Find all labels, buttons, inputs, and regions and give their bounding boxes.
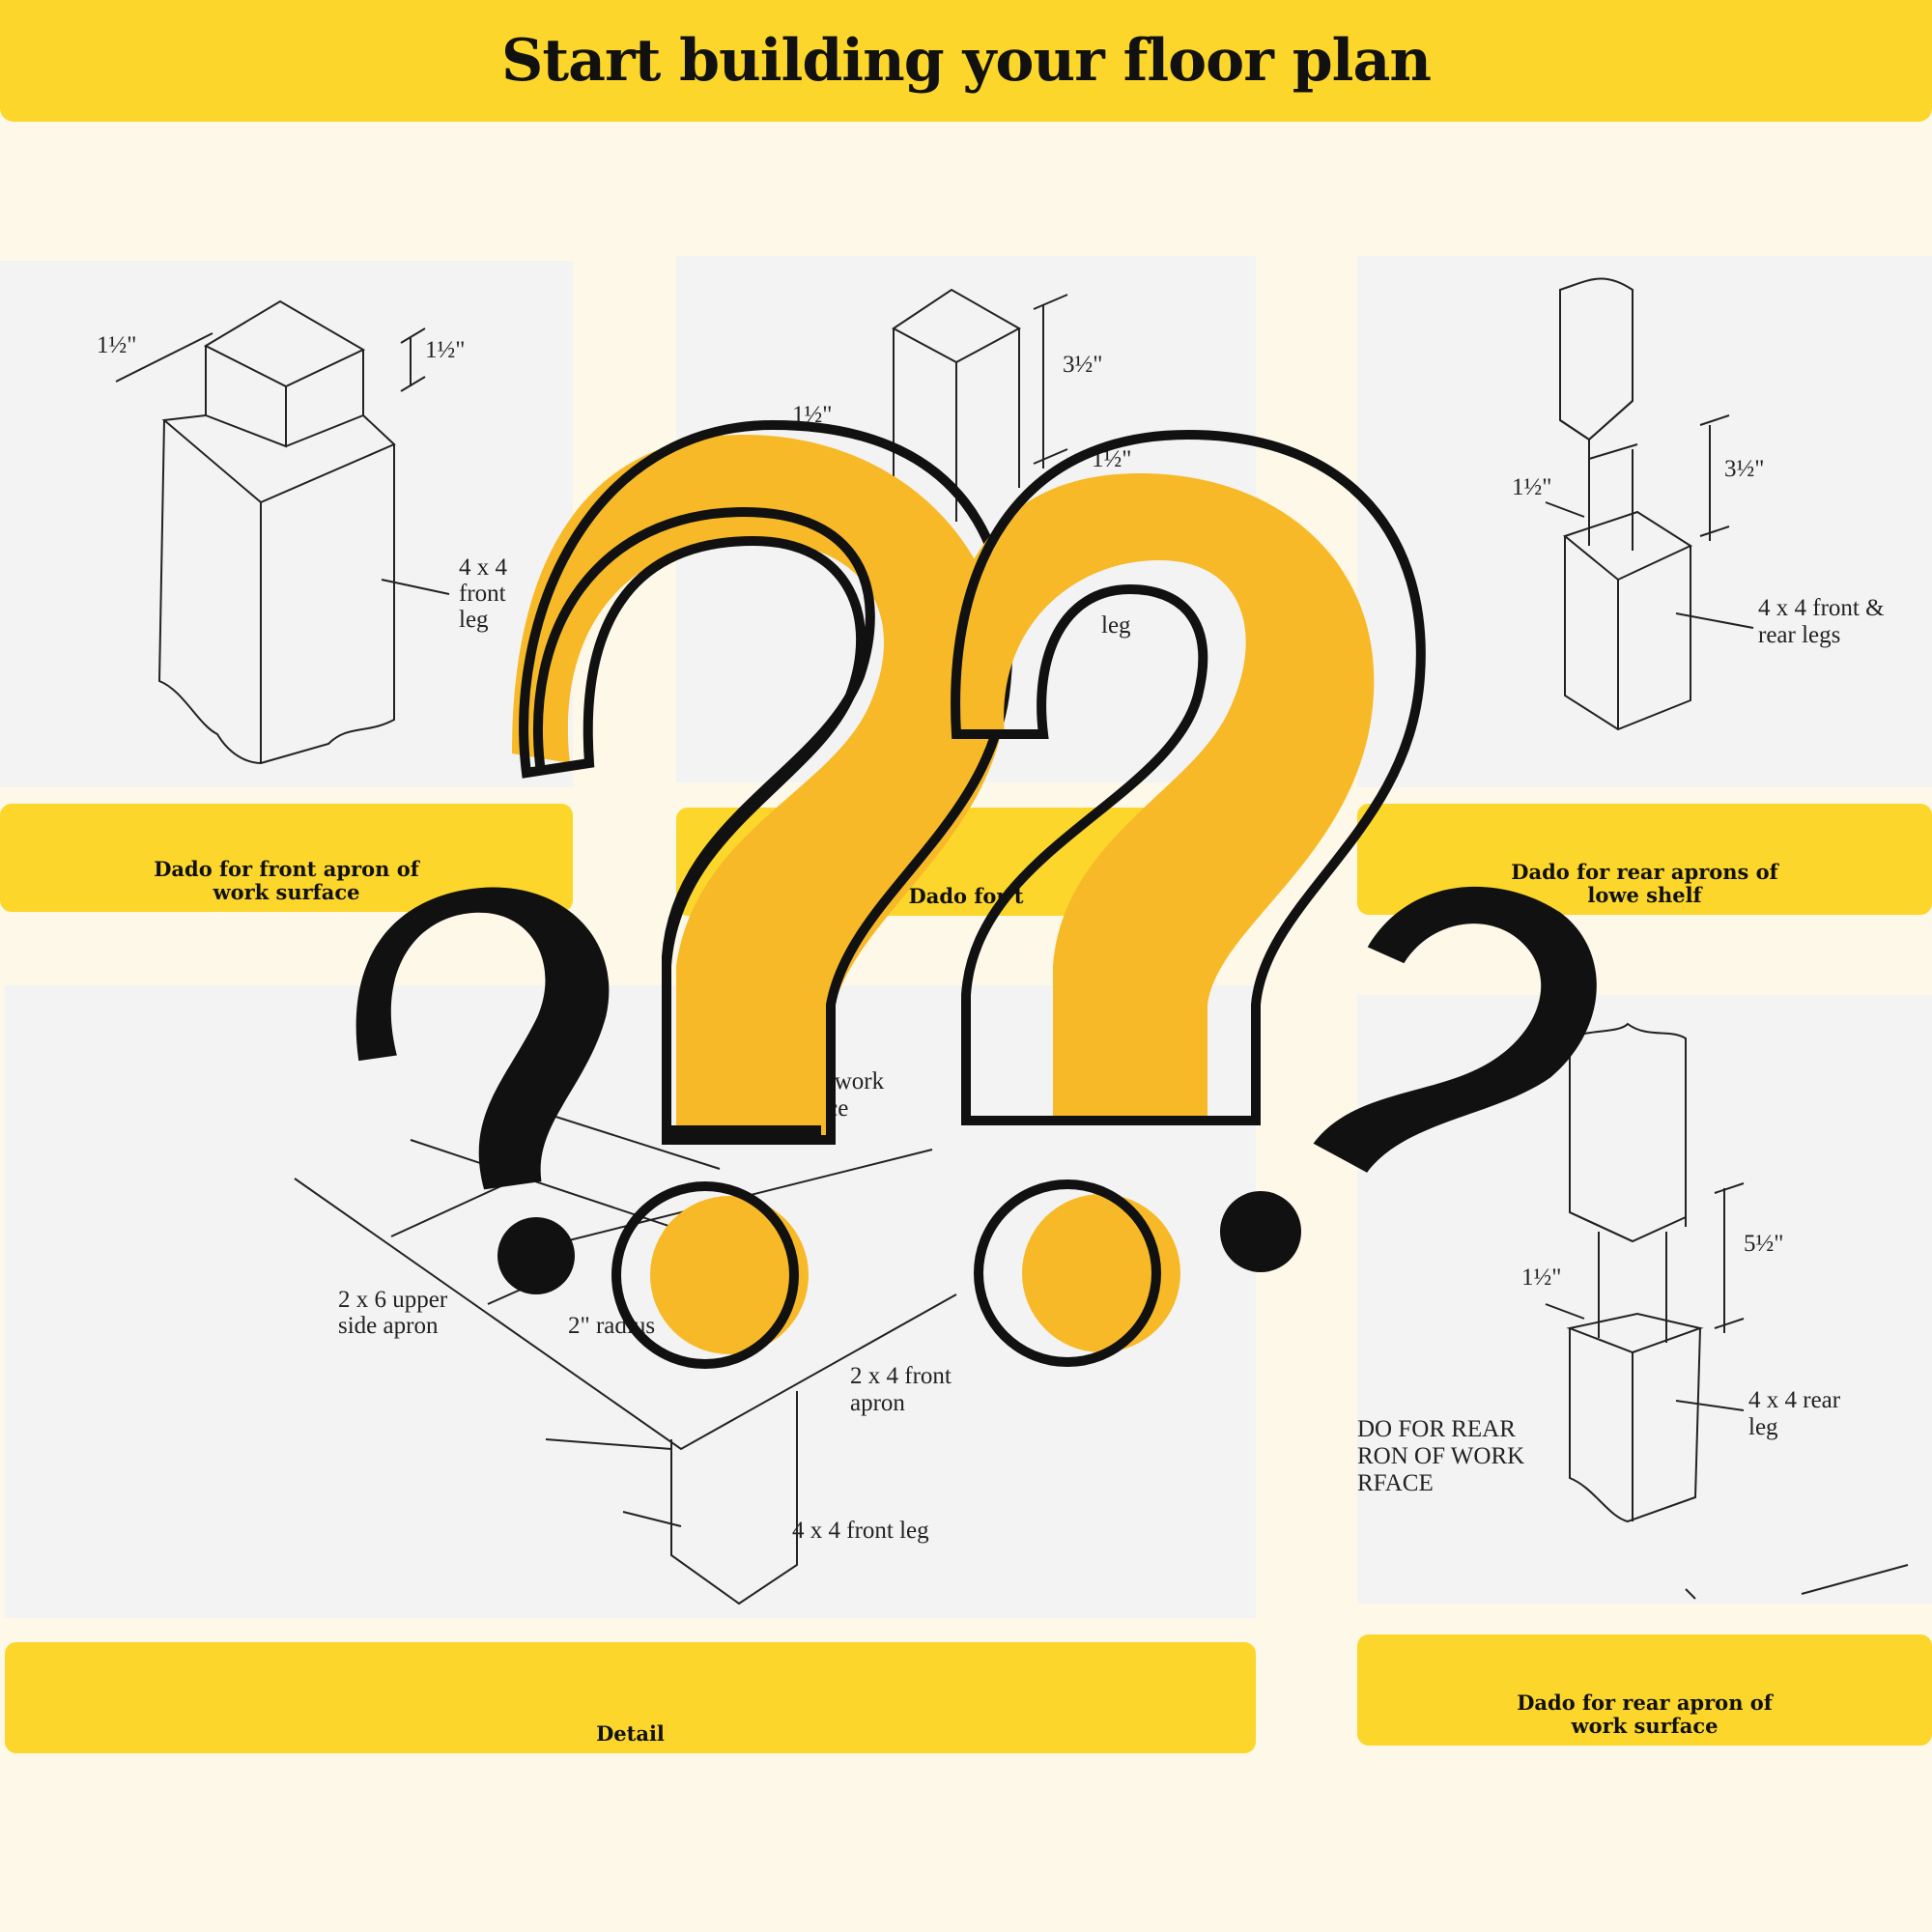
drawing-panel-detail: 6 work ace 2 x 6 upper side apron 2" rad… xyxy=(5,985,1256,1618)
part-label: DO FOR REAR xyxy=(1357,1416,1516,1442)
part-label: 2 x 4 front xyxy=(850,1363,952,1389)
part-label: leg xyxy=(1748,1414,1778,1440)
dim-label: 3½" xyxy=(1724,456,1764,482)
caption-detail: Detail xyxy=(5,1642,1256,1753)
dim-label: 1½" xyxy=(1512,474,1551,500)
part-label: leg xyxy=(1101,612,1131,639)
rear-legs-drawing: 1½" 3½" 4 x 4 front & rear legs xyxy=(1512,277,1885,731)
center-leg-drawing: 1½" 3½" 1½" leg xyxy=(792,288,1131,639)
part-label: rear legs xyxy=(1758,622,1840,648)
title-banner: Start building your floor plan xyxy=(0,0,1932,122)
part-label: side apron xyxy=(338,1313,439,1339)
rear-leg-drawing: 1½" 5½" 4 x 4 rear leg DO FOR REAR RON O… xyxy=(1357,1022,1909,1600)
drawing-panel-rear-work: 1½" 5½" 4 x 4 rear leg DO FOR REAR RON O… xyxy=(1357,995,1932,1604)
dim-label: 1½" xyxy=(97,332,136,358)
part-label: 4 x 4 front leg xyxy=(792,1518,929,1544)
drawing-panel-center: 1½" 3½" 1½" leg xyxy=(676,256,1256,782)
front-leg-drawing: 1½" 1½" 4 x 4 front leg xyxy=(97,299,508,765)
part-label: 4 x 4 front & xyxy=(1758,595,1885,621)
dim-label: 5½" xyxy=(1744,1231,1783,1257)
page-title: Start building your floor plan xyxy=(501,27,1432,95)
part-label: 4 x 4 rear xyxy=(1748,1387,1841,1413)
caption-rear-work: Dado for rear apron of work surface xyxy=(1357,1634,1932,1746)
dim-label: 3½" xyxy=(1063,352,1102,378)
dim-label: 1½" xyxy=(1092,446,1131,472)
caption-rear-shelf: Dado for rear aprons of lowe shelf xyxy=(1357,804,1932,915)
dim-label: 1½" xyxy=(1521,1264,1561,1291)
drawing-panel-rear-shelf: 1½" 3½" 4 x 4 front & rear legs xyxy=(1357,256,1932,787)
part-label: front xyxy=(459,581,506,607)
part-label: 6 work xyxy=(816,1068,885,1094)
part-label: RON OF WORK xyxy=(1357,1443,1524,1469)
caption-center: Dado for t xyxy=(676,808,1256,916)
drawing-panel-front-apron: 1½" 1½" 4 x 4 front leg xyxy=(0,261,573,787)
part-label: RFACE xyxy=(1357,1470,1434,1496)
dim-label: 1½" xyxy=(425,337,465,363)
detail-drawing: 6 work ace 2 x 6 upper side apron 2" rad… xyxy=(294,1068,957,1605)
part-label: ace xyxy=(816,1095,848,1122)
part-label: 2 x 6 upper xyxy=(338,1287,448,1313)
caption-front-apron: Dado for front apron of work surface xyxy=(0,804,573,912)
dim-label: 1½" xyxy=(792,402,832,428)
part-label: apron xyxy=(850,1390,905,1416)
part-label: 4 x 4 xyxy=(459,554,508,581)
part-label: leg xyxy=(459,607,489,633)
dim-label: 2" radius xyxy=(568,1313,655,1339)
